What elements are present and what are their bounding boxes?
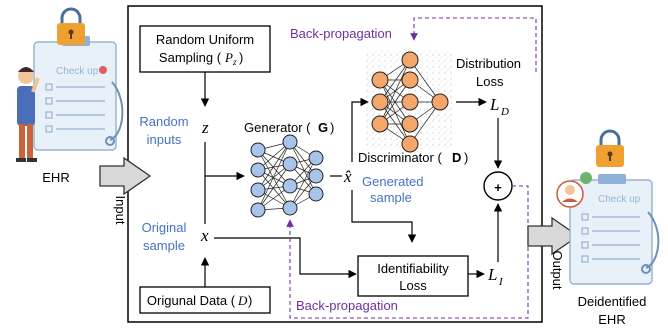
discriminator-edge <box>379 59 411 125</box>
output-arrow <box>527 216 580 256</box>
var-xhat: x̂ <box>343 167 352 186</box>
discriminator-node <box>401 93 419 111</box>
generator-node <box>282 134 298 150</box>
generator-edge <box>257 149 291 187</box>
generator-close: ) <box>330 120 334 135</box>
lock-icon-right <box>596 129 624 167</box>
distribution-loss-label2: Loss <box>476 74 504 89</box>
generator-edge <box>257 169 291 209</box>
generator-network <box>250 134 324 218</box>
output-label: Output <box>550 250 565 289</box>
generator-node <box>250 202 266 218</box>
var-LD-sub: D <box>500 106 509 118</box>
xhat-to-discriminator-arrow <box>351 97 369 162</box>
ehr-label: EHR <box>42 170 69 185</box>
checkup-text-left: Check up <box>56 66 99 77</box>
original-data-box <box>139 286 271 314</box>
discriminator-edge <box>409 101 441 145</box>
generator-node <box>282 200 298 216</box>
deidentified-label: Deidentified <box>578 294 647 309</box>
x-to-identifiability-arrow <box>214 237 357 279</box>
generated-sample-label: Generated <box>362 174 423 189</box>
discriminator-network <box>371 51 449 153</box>
identifiability-text: Identifiability <box>377 261 449 276</box>
random-uniform-text2: Sampling ( <box>159 50 222 65</box>
deidentified-clipboard-icon: Check up <box>569 174 660 285</box>
generator-edge <box>289 141 317 195</box>
random-inputs-label: Random <box>139 114 188 129</box>
generator-edge <box>257 141 291 191</box>
pz-symbol: P <box>224 50 233 65</box>
generator-label: Generator ( <box>244 120 311 135</box>
discriminator-node <box>401 51 419 69</box>
generator-edge <box>257 163 291 211</box>
plus-sign: + <box>494 180 502 195</box>
discriminator-node <box>401 135 419 153</box>
original-sample-label: Original <box>142 220 187 235</box>
discriminator-label: Discriminator ( <box>358 150 442 165</box>
original-data-text: Origunal Data ( <box>147 293 236 308</box>
pz-close: ) <box>239 50 243 65</box>
deidentified-label2: EHR <box>598 312 625 327</box>
var-LI-sub: I <box>498 276 504 288</box>
discriminator-edge <box>409 59 441 103</box>
discriminator-node <box>371 71 389 89</box>
original-data-sym: D <box>237 293 248 308</box>
random-uniform-text: Random Uniform <box>156 32 254 47</box>
random-inputs-label2: inputs <box>147 132 182 147</box>
generator-node <box>308 150 324 166</box>
xhat-to-identifiability-arrow <box>351 190 417 243</box>
discriminator-node <box>401 115 419 133</box>
generator-node <box>250 142 266 158</box>
pz-subscript: z <box>232 57 237 67</box>
generator-node <box>250 182 266 198</box>
person-icon <box>16 67 40 162</box>
var-z: z <box>201 118 209 137</box>
discriminator-edge <box>379 59 411 103</box>
generator-node <box>250 162 266 178</box>
discriminator-node <box>431 93 449 111</box>
discriminator-node <box>371 115 389 133</box>
ehr-clipboard-icon: Check up <box>33 36 124 151</box>
discriminator-sym: D <box>452 150 461 165</box>
doctor-avatar-icon <box>556 172 592 208</box>
distribution-loss-label: Distribution <box>456 56 521 71</box>
back-propagation-top-label: Back-propagation <box>290 26 392 41</box>
discriminator-edge <box>379 79 411 145</box>
discriminator-edge <box>379 79 411 125</box>
generator-node <box>282 178 298 194</box>
original-data-close: ) <box>248 293 252 308</box>
original-sample-label2: sample <box>143 238 185 253</box>
discriminator-edge <box>379 101 411 145</box>
generator-edge <box>257 141 291 211</box>
lock-icon-left <box>57 7 85 45</box>
generator-node <box>308 168 324 184</box>
generator-node <box>282 156 298 172</box>
checkup-text-right: Check up <box>598 194 641 205</box>
back-propagation-top-path <box>410 17 537 72</box>
discriminator-node <box>401 71 419 89</box>
generator-edge <box>289 157 317 209</box>
generated-sample-label2: sample <box>370 190 412 205</box>
input-label: Input <box>113 196 128 225</box>
back-propagation-bottom-path <box>286 185 529 319</box>
var-LI: L <box>487 265 497 284</box>
discriminator-close: ) <box>464 150 468 165</box>
generator-sym: G <box>318 120 328 135</box>
input-arrow <box>99 156 152 196</box>
var-LD: L <box>489 95 499 114</box>
back-propagation-bottom-label: Back-propagation <box>296 298 398 313</box>
discriminator-node <box>371 93 389 111</box>
generator-node <box>308 186 324 202</box>
identifiability-loss-box <box>357 255 469 297</box>
generator-edge <box>257 149 291 209</box>
identifiability-text2: Loss <box>399 278 427 293</box>
var-x: x <box>200 226 209 245</box>
